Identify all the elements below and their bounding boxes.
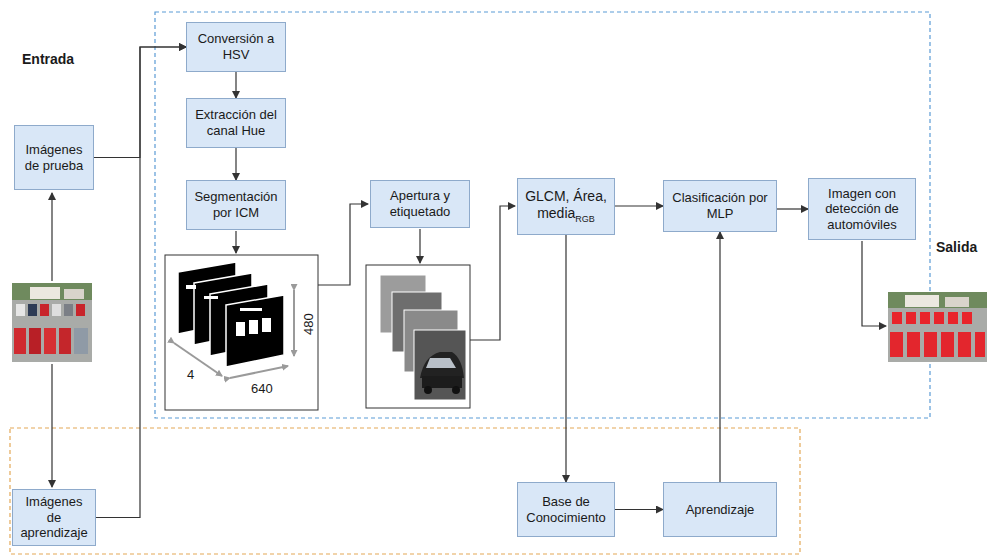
flow-arrow bbox=[615, 205, 663, 206]
flow-arrow bbox=[52, 193, 886, 487]
process-box: Imágenes de prueba bbox=[14, 125, 94, 190]
process-box: Conversión a HSV bbox=[186, 22, 286, 72]
box-text: Apertura y etiquetado bbox=[390, 188, 451, 219]
box-text: Clasificación por MLP bbox=[672, 190, 767, 221]
section-label: Salida bbox=[936, 240, 977, 255]
flow-arrow bbox=[615, 509, 663, 510]
learning-region bbox=[10, 428, 800, 554]
flow-arrow bbox=[719, 232, 720, 482]
process-box: Segmentación por ICM bbox=[186, 180, 286, 230]
flow-arrow bbox=[565, 235, 566, 482]
process-box: Apertura y etiquetado bbox=[370, 180, 470, 228]
process-box: Aprendizaje bbox=[663, 482, 777, 537]
flow-arrow bbox=[235, 148, 236, 180]
box-text: Base de Conocimiento bbox=[526, 494, 606, 525]
flow-arrow bbox=[235, 72, 236, 98]
box-text: Imagen con detección de automóviles bbox=[825, 186, 899, 232]
process-box: Imágenes de aprendizaje bbox=[12, 489, 96, 546]
dimension-label: 640 bbox=[250, 382, 274, 396]
process-box: Extracción del canal Hue bbox=[186, 98, 286, 148]
flow-arrow bbox=[777, 208, 808, 209]
flow-arrow bbox=[96, 47, 186, 518]
section-label: Entrada bbox=[22, 52, 74, 67]
crop-stack bbox=[366, 265, 470, 408]
process-box: GLCM, Área, mediaRGB bbox=[517, 178, 615, 235]
dimension-label: 480 bbox=[302, 312, 316, 336]
process-box: Clasificación por MLP bbox=[663, 180, 777, 232]
detection-photo bbox=[888, 292, 987, 362]
box-text: Segmentación por ICM bbox=[194, 189, 277, 220]
process-box: Base de Conocimiento bbox=[517, 482, 615, 537]
segmentation-stack bbox=[165, 255, 318, 410]
box-text: Extracción del canal Hue bbox=[195, 107, 277, 138]
process-box: Imagen con detección de automóviles bbox=[808, 178, 916, 240]
box-text: Imágenes de aprendizaje bbox=[20, 494, 87, 540]
parking-photo bbox=[12, 283, 92, 362]
dimension-label: 4 bbox=[186, 368, 195, 382]
test-region bbox=[155, 12, 930, 418]
box-text: Aprendizaje bbox=[686, 502, 755, 517]
box-text: Imágenes de prueba bbox=[25, 142, 84, 173]
box-text: Conversión a HSV bbox=[198, 31, 275, 62]
subscript-text: RGB bbox=[575, 214, 595, 224]
